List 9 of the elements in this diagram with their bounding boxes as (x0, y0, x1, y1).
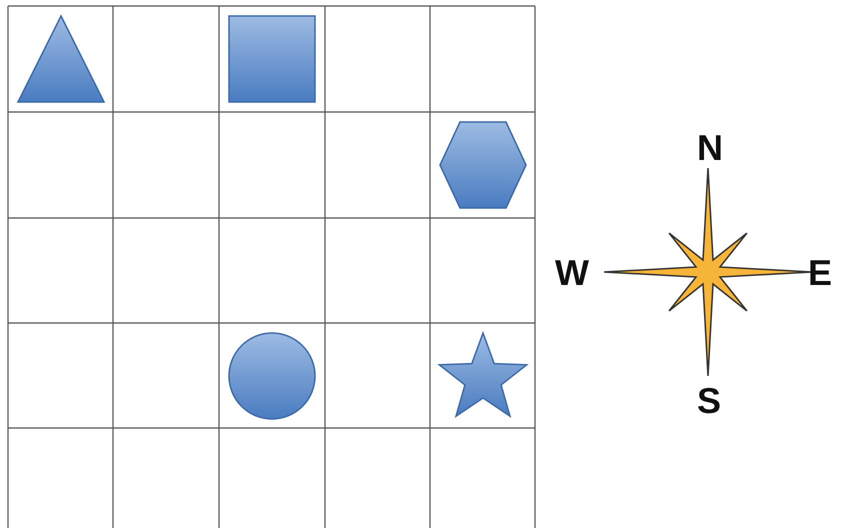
hexagon-shape (438, 120, 528, 210)
compass-direction-label: S (697, 383, 722, 419)
compass-direction-label: E (808, 255, 832, 291)
compass-direction-label: W (555, 255, 589, 291)
square-shape (227, 14, 317, 104)
circle-shape (227, 330, 317, 420)
compass-direction-label: N (697, 130, 723, 166)
triangle-shape (16, 14, 106, 104)
star-shape (438, 330, 528, 420)
